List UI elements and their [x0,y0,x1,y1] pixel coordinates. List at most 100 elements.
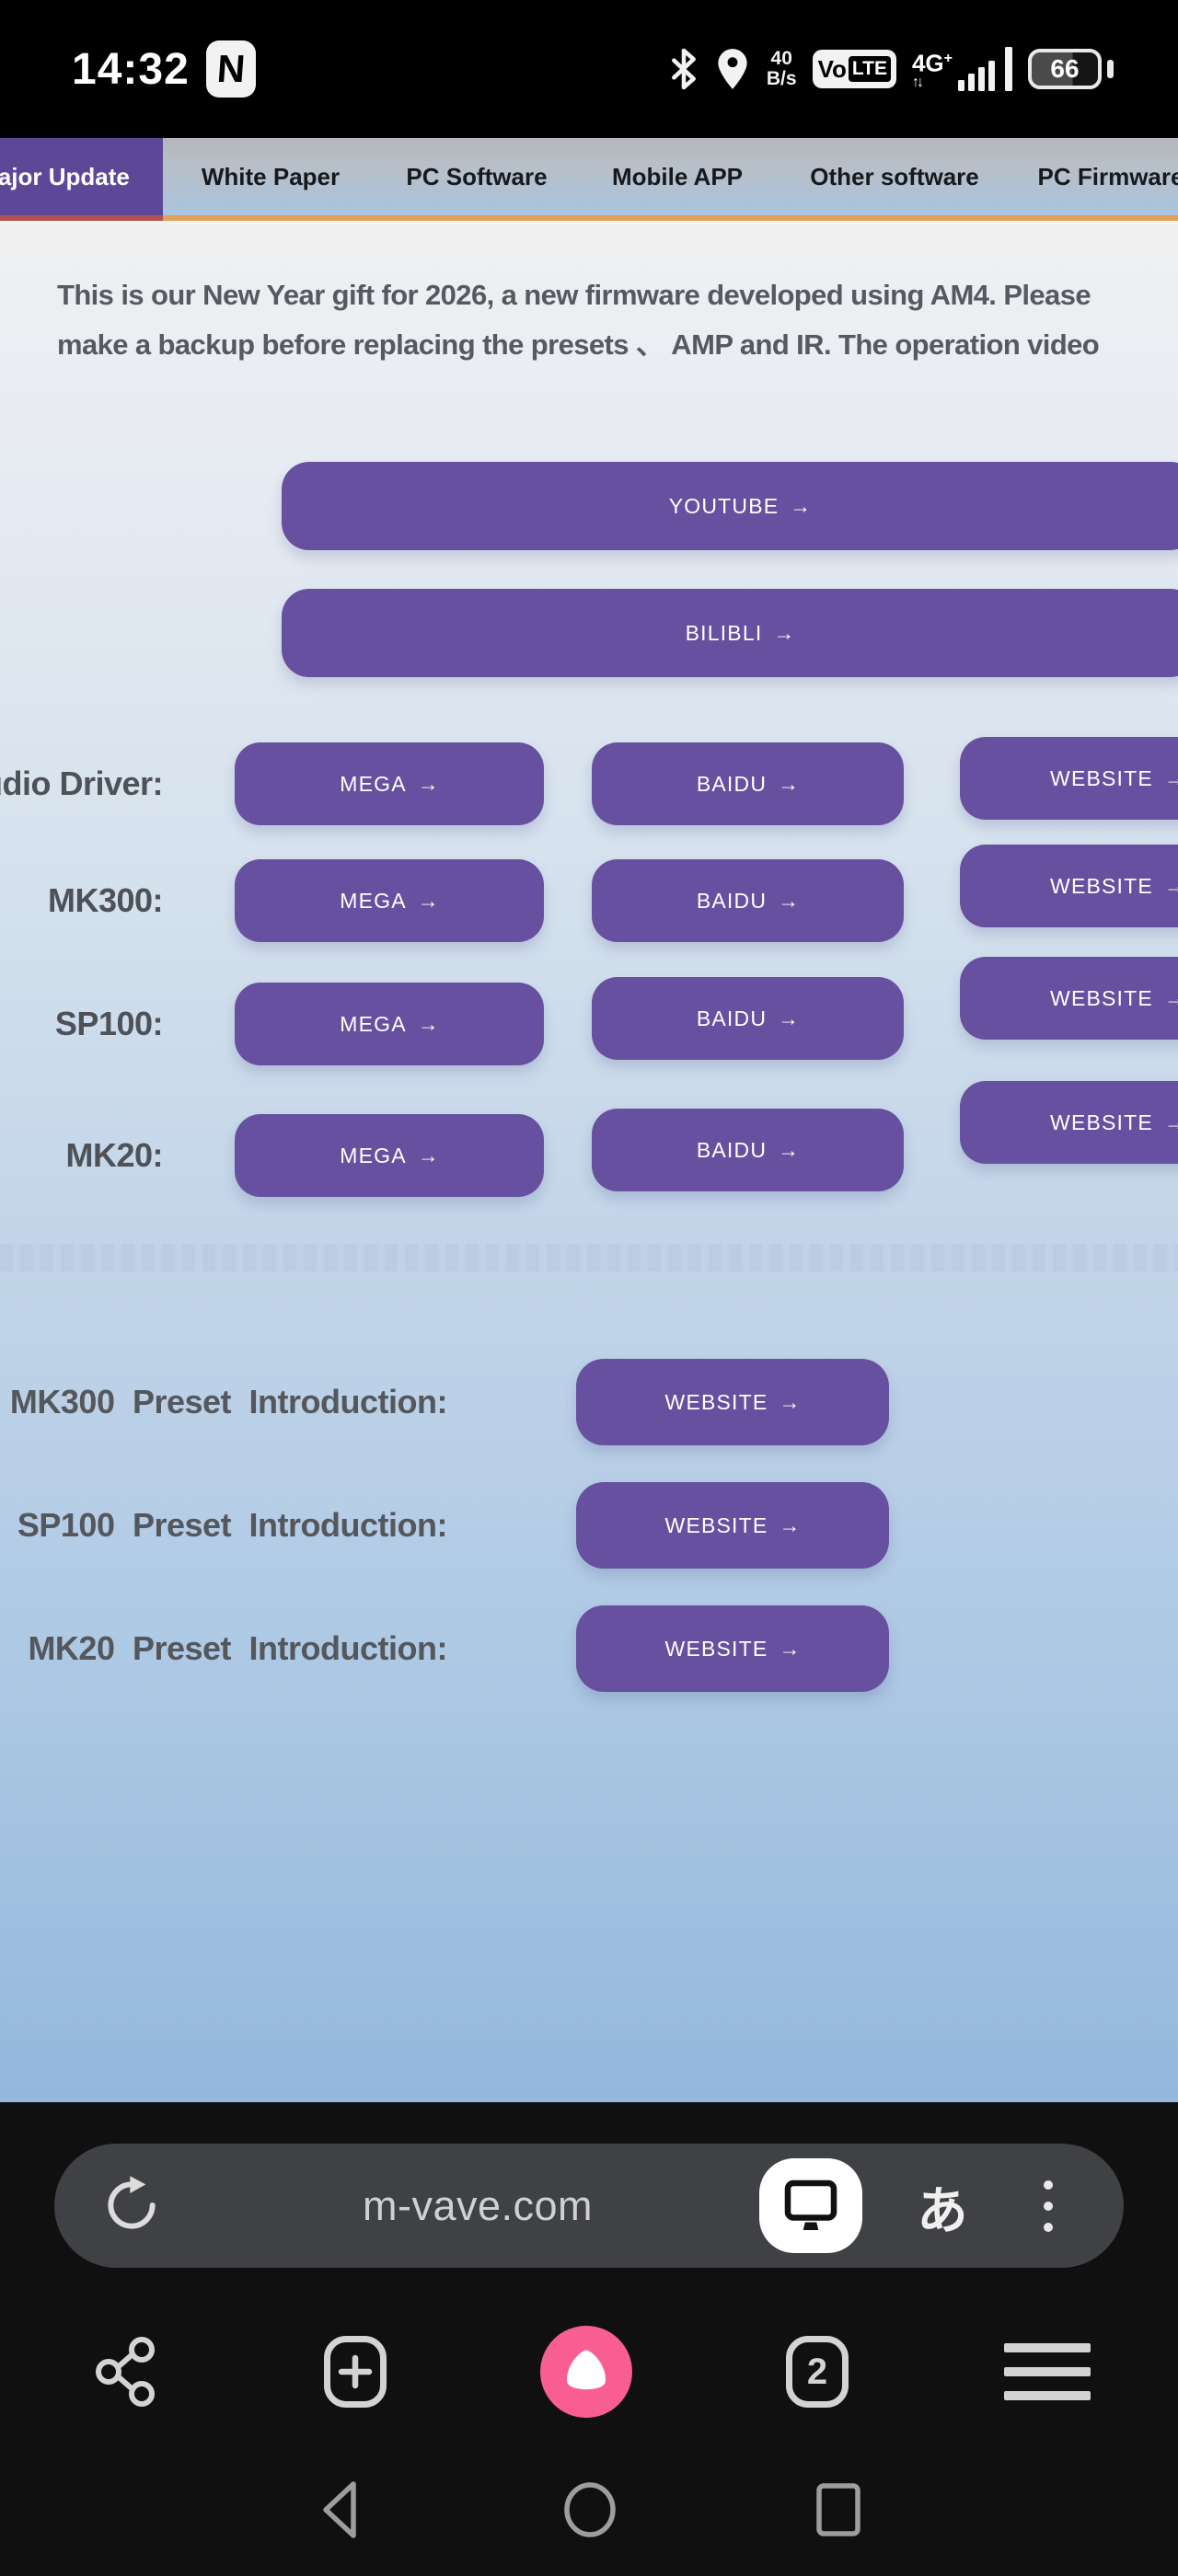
bilibli-button[interactable]: BILIBLI→ [282,589,1178,677]
arrow-icon: → [417,771,439,796]
url-bar[interactable]: m-vave.com あ [54,2144,1124,2268]
new-tab-button[interactable] [324,2303,387,2441]
plus-icon [324,2336,387,2408]
data-arrows-icon: ↑↓ [911,75,924,90]
arrow-icon: → [773,620,795,645]
download-row-sp100: SP100: MEGA→ BAIDU→ WEBSITE→ [0,957,1178,1065]
browser-chrome: m-vave.com あ [0,2102,1178,2576]
website-button[interactable]: WEBSITE→ [576,1359,889,1445]
arrow-icon: → [778,888,800,913]
web-page-content: This is our New Year gift for 2026, a ne… [0,221,1178,2102]
mega-button[interactable]: MEGA→ [235,983,544,1065]
network-type: 4G+ [911,50,953,77]
back-icon [323,2481,356,2538]
tab-count-button[interactable]: 2 [786,2303,849,2441]
intro-line-1: This is our New Year gift for 2026, a ne… [57,279,1091,311]
arrow-icon: → [779,1636,801,1661]
youtube-button[interactable]: YOUTUBE→ [282,462,1178,550]
monitor-icon [784,2179,837,2230]
website-button[interactable]: WEBSITE→ [960,957,1178,1040]
android-navbar [0,2450,1178,2576]
tab-other-software[interactable]: Other software [810,162,979,190]
arrow-icon: → [417,888,439,913]
row-label: Audio Driver: [0,765,164,802]
arrow-icon: → [417,1011,439,1036]
section-divider [0,1244,1178,1271]
ime-button[interactable]: あ [917,2181,968,2239]
nav-recents-button[interactable] [813,2450,864,2570]
website-button[interactable]: WEBSITE→ [960,737,1178,820]
url-text[interactable]: m-vave.com [362,2181,594,2229]
mega-button[interactable]: MEGA→ [235,742,544,825]
tab-white-paper[interactable]: White Paper [201,162,341,190]
menu-kebab-button[interactable] [1025,2144,1071,2268]
active-tab-underline [0,215,163,221]
tab-major-update[interactable]: Major Update [0,138,163,215]
arrow-icon: → [790,493,812,518]
battery-tip [1107,60,1114,78]
tab-pc-software[interactable]: PC Software [406,162,548,190]
bluetooth-icon [671,48,696,90]
tab-bar-underline [163,215,1178,221]
home-circle-icon [564,2482,616,2537]
arrow-icon: → [1163,1110,1178,1134]
clock: 14:32 [72,44,190,94]
website-button[interactable]: WEBSITE→ [960,1081,1178,1164]
baidu-button[interactable]: BAIDU→ [592,1109,904,1191]
arrow-icon: → [778,1006,800,1030]
network-speed: 40 B/s [766,48,797,89]
location-icon [718,49,747,89]
share-button[interactable] [96,2303,156,2441]
download-row-mk20: MK20: MEGA→ BAIDU→ WEBSITE→ [0,1081,1178,1197]
status-right: 40 B/s Vo LTE 4G+ ↑↓ 66 [669,0,1114,138]
tab-pc-firmware[interactable]: PC Firmware [1037,162,1178,190]
arrow-icon: → [779,1389,801,1414]
mega-button[interactable]: MEGA→ [235,1114,544,1197]
browser-toolbar: 2 [0,2303,1178,2441]
preset-row-sp100: SP100 Preset Introduction: WEBSITE→ [0,1482,1178,1569]
row-label: MK300: [47,881,164,919]
arrow-icon: → [778,1137,800,1162]
desktop-mode-button[interactable] [759,2158,862,2253]
nav-home-button[interactable] [560,2450,619,2570]
signal-bars-icon [958,47,1012,91]
volte-badge: Vo LTE [812,50,896,88]
nav-back-button[interactable] [318,2450,359,2570]
website-button[interactable]: WEBSITE→ [576,1605,889,1692]
preset-row-mk20: MK20 Preset Introduction: WEBSITE→ [0,1605,1178,1692]
tab-mobile-app[interactable]: Mobile APP [611,162,744,190]
row-label: MK300 Preset Introduction: [9,1383,448,1420]
website-button[interactable]: WEBSITE→ [576,1482,889,1569]
mega-button[interactable]: MEGA→ [235,859,544,942]
status-left: 14:32 N [72,0,256,138]
arrow-icon: → [778,771,800,796]
arrow-icon: → [1163,873,1178,898]
menu-button[interactable] [1004,2303,1091,2441]
row-label: SP100 Preset Introduction: [17,1506,448,1544]
download-row-audio-driver: Audio Driver: MEGA→ BAIDU→ WEBSITE→ [0,737,1178,825]
tab-count: 2 [806,2351,828,2392]
recents-square-icon [816,2483,860,2536]
nfc-icon: N [205,40,256,98]
download-row-mk300: MK300: MEGA→ BAIDU→ WEBSITE→ [0,845,1178,942]
intro-line-2: make a backup before replacing the prese… [57,328,1100,361]
arrow-icon: → [779,1512,801,1537]
browser-logo-icon [540,2326,632,2418]
status-bar: 14:32 N 40 B/s Vo LTE 4G+ ↑↓ [0,0,1178,138]
intro-paragraph: This is our New Year gift for 2026, a ne… [57,270,1100,370]
arrow-icon: → [417,1143,439,1167]
row-label: SP100: [54,1005,164,1042]
browser-logo-button[interactable] [540,2303,632,2441]
baidu-button[interactable]: BAIDU→ [592,977,904,1060]
refresh-button[interactable] [100,2174,163,2237]
preset-row-mk300: MK300 Preset Introduction: WEBSITE→ [0,1359,1178,1445]
baidu-button[interactable]: BAIDU→ [592,859,904,942]
battery-indicator: 66 [1028,49,1102,89]
tab-label: Major Update [0,162,130,190]
baidu-button[interactable]: BAIDU→ [592,742,904,825]
share-icon [96,2337,155,2407]
website-button[interactable]: WEBSITE→ [960,845,1178,927]
signal-indicator: 4G+ ↑↓ [912,47,1012,91]
site-tab-bar: Major Update White Paper PC Software Mob… [0,138,1178,221]
